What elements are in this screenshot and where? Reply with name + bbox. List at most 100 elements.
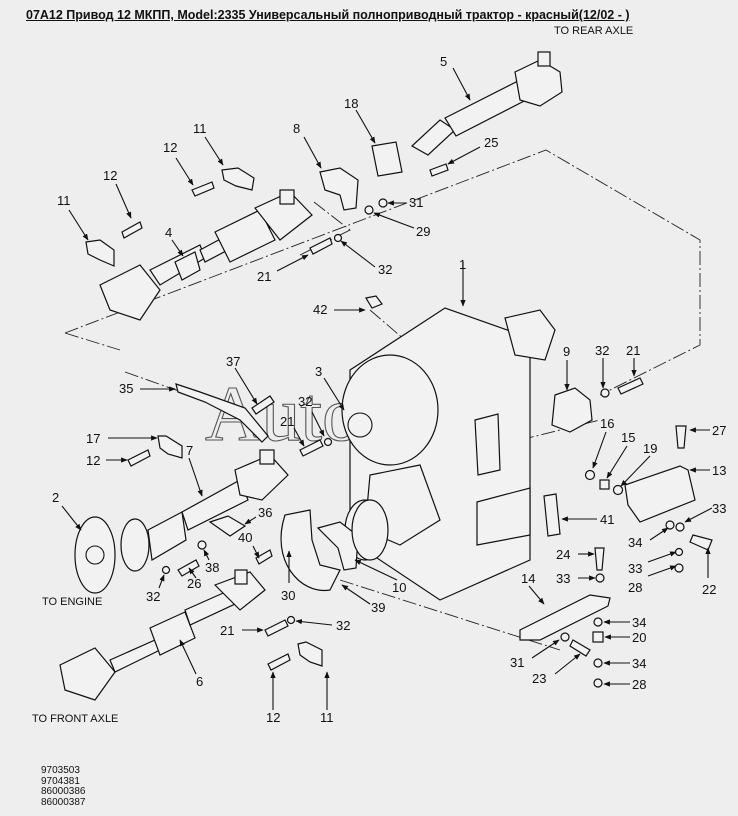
callout-12[interactable]: 12 — [163, 140, 177, 155]
callout-40[interactable]: 40 — [238, 530, 252, 545]
washer-32-right — [600, 388, 610, 398]
callout-23[interactable]: 23 — [532, 671, 546, 686]
callout-9[interactable]: 9 — [563, 344, 570, 359]
bolt-22 — [689, 534, 713, 551]
callout-28[interactable]: 28 — [628, 580, 642, 595]
callout-20[interactable]: 20 — [632, 630, 646, 645]
callout-29[interactable]: 29 — [416, 224, 430, 239]
callout-3[interactable]: 3 — [315, 364, 322, 379]
callout-32[interactable]: 32 — [298, 394, 312, 409]
yoke-8 — [319, 167, 359, 211]
callout-34[interactable]: 34 — [632, 615, 646, 630]
callout-21[interactable]: 21 — [280, 414, 294, 429]
callout-27[interactable]: 27 — [712, 423, 726, 438]
callout-34[interactable]: 34 — [628, 535, 642, 550]
bolt-23 — [569, 639, 591, 657]
callout-32[interactable]: 32 — [336, 618, 350, 633]
washer-32-left — [161, 565, 171, 575]
bolt-37 — [251, 395, 275, 415]
bolt-21-bottom — [264, 619, 289, 637]
plate-36 — [208, 515, 247, 537]
callout-33[interactable]: 33 — [556, 571, 570, 586]
washer-16 — [584, 469, 596, 481]
bushing-20 — [592, 631, 604, 643]
callout-4[interactable]: 4 — [165, 225, 172, 240]
yoke-10 — [316, 521, 359, 571]
callout-25[interactable]: 25 — [484, 135, 498, 150]
bolt-12-mid — [127, 449, 151, 467]
callout-labels: 5 18 25 31 29 11 12 8 12 11 4 21 32 1 42… — [52, 54, 726, 725]
callout-11[interactable]: 11 — [193, 121, 207, 136]
yoke-9 — [551, 387, 593, 433]
callout-39[interactable]: 39 — [371, 600, 385, 615]
callout-21[interactable]: 21 — [626, 343, 640, 358]
callout-16[interactable]: 16 — [600, 416, 614, 431]
callout-12[interactable]: 12 — [103, 168, 117, 183]
part-number: 9703503 — [41, 765, 80, 776]
nut-28-bottom — [593, 678, 603, 688]
callout-26[interactable]: 26 — [187, 576, 201, 591]
callout-21[interactable]: 21 — [257, 269, 271, 284]
callout-33[interactable]: 33 — [628, 561, 642, 576]
callout-31[interactable]: 31 — [510, 655, 524, 670]
callout-15[interactable]: 15 — [621, 430, 635, 445]
callout-21[interactable]: 21 — [220, 623, 234, 638]
callout-2[interactable]: 2 — [52, 490, 59, 505]
callout-12[interactable]: 12 — [266, 710, 280, 725]
callout-1[interactable]: 1 — [459, 257, 466, 272]
callout-7[interactable]: 7 — [186, 443, 193, 458]
callout-12[interactable]: 12 — [86, 453, 100, 468]
nut-29 — [364, 205, 374, 215]
bolt-21-top — [309, 237, 333, 255]
callout-37[interactable]: 37 — [226, 354, 240, 369]
washer-33-center — [595, 573, 605, 583]
bracket-13 — [624, 465, 696, 523]
callout-31[interactable]: 31 — [409, 195, 423, 210]
callout-8[interactable]: 8 — [293, 121, 300, 136]
bushing-19 — [612, 484, 624, 496]
washer-31-bottom — [560, 632, 570, 642]
callout-13[interactable]: 13 — [712, 463, 726, 478]
washer-32-mid — [323, 437, 333, 447]
callout-14[interactable]: 14 — [521, 571, 535, 586]
callout-11[interactable]: 11 — [57, 193, 71, 208]
bracket-35 — [175, 383, 269, 443]
callout-34[interactable]: 34 — [632, 656, 646, 671]
callout-33[interactable]: 33 — [712, 501, 726, 516]
drive-shaft-4 — [99, 189, 313, 321]
callout-24[interactable]: 24 — [556, 547, 570, 562]
callout-22[interactable]: 22 — [702, 582, 716, 597]
callout-18[interactable]: 18 — [344, 96, 358, 111]
callout-19[interactable]: 19 — [643, 441, 657, 456]
callout-10[interactable]: 10 — [392, 580, 406, 595]
part-number: 86000386 — [41, 786, 86, 797]
nut-28-right — [674, 563, 684, 573]
clamp-11-left — [85, 239, 115, 267]
callout-38[interactable]: 38 — [205, 560, 219, 575]
callout-36[interactable]: 36 — [258, 505, 272, 520]
callout-32[interactable]: 32 — [146, 589, 160, 604]
callout-30[interactable]: 30 — [281, 588, 295, 603]
callout-28[interactable]: 28 — [632, 677, 646, 692]
callout-11[interactable]: 11 — [320, 710, 334, 725]
bracket-14 — [519, 594, 611, 641]
bolt-21-mid — [299, 439, 324, 457]
callout-32[interactable]: 32 — [378, 262, 392, 277]
callout-17[interactable]: 17 — [86, 431, 100, 446]
callout-32[interactable]: 32 — [595, 343, 609, 358]
callout-42[interactable]: 42 — [313, 302, 327, 317]
bolt-27 — [675, 425, 687, 449]
bolt-12-top — [191, 181, 215, 197]
flange-plate-18 — [371, 141, 403, 177]
spacer-15 — [599, 479, 610, 490]
drive-shaft-7 — [120, 449, 289, 572]
callout-5[interactable]: 5 — [440, 54, 447, 69]
washer-33-right — [675, 522, 685, 532]
bolt-25 — [429, 163, 449, 177]
callout-35[interactable]: 35 — [119, 381, 133, 396]
clamp-17 — [157, 435, 183, 459]
bolt-40 — [255, 549, 273, 565]
callout-6[interactable]: 6 — [196, 674, 203, 689]
callout-41[interactable]: 41 — [600, 512, 614, 527]
